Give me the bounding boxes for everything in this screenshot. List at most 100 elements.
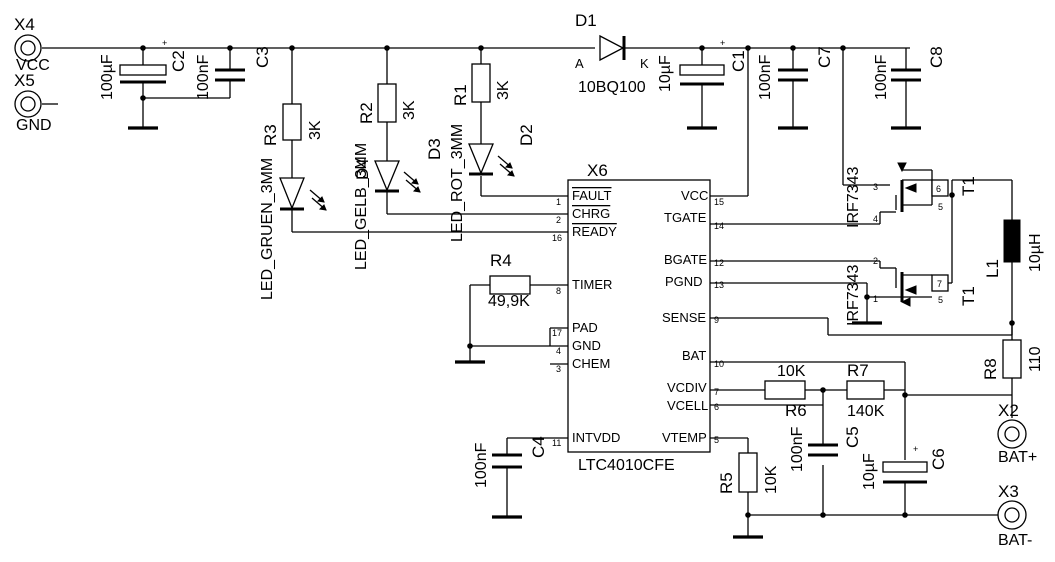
resistor-r8[interactable]: R8 110 bbox=[981, 339, 1044, 380]
pin-timer: TIMER bbox=[572, 277, 612, 292]
connector-x2-label: BAT+ bbox=[998, 449, 1037, 466]
resistor-r2[interactable]: R2 3K bbox=[357, 83, 418, 124]
led-d2-value: LED_ROT_3MM bbox=[449, 124, 466, 242]
resistor-r3[interactable]: R3 3K bbox=[261, 103, 324, 146]
pin-vtemp: VTEMP bbox=[662, 430, 707, 445]
capacitor-c2-ref: C2 bbox=[169, 50, 188, 72]
capacitor-c1[interactable]: 10µF C1 + bbox=[657, 38, 748, 92]
diode-d1-ref: D1 bbox=[575, 11, 597, 30]
inductor-l1-ref: L1 bbox=[983, 259, 1002, 278]
resistor-r1-value: 3K bbox=[495, 80, 512, 100]
resistor-r6[interactable]: 10K R6 bbox=[764, 363, 807, 420]
resistor-r8-value: 110 bbox=[1027, 346, 1044, 372]
connector-x4[interactable]: X4 VCC bbox=[14, 15, 50, 74]
diode-d1-value: 10BQ100 bbox=[578, 79, 646, 96]
capacitor-c2-value: 100µF bbox=[99, 54, 116, 100]
pin-number: 3 bbox=[556, 364, 561, 374]
connector-x4-label: VCC bbox=[16, 57, 50, 74]
capacitor-c2[interactable]: 100µF C2 + bbox=[99, 38, 188, 100]
pin-number: 5 bbox=[938, 295, 943, 305]
capacitor-c5-ref: C5 bbox=[843, 426, 862, 448]
capacitor-c7[interactable]: 100nF C7 bbox=[757, 46, 834, 100]
capacitor-c1-ref: C1 bbox=[729, 50, 748, 72]
resistor-r7[interactable]: R7 140K bbox=[846, 361, 885, 420]
led-d4-value: LED_GRUEN_3MM bbox=[259, 158, 276, 300]
pin-number: 13 bbox=[714, 280, 724, 290]
pin-number: 11 bbox=[552, 438, 561, 448]
pin-fault: FAULT bbox=[572, 188, 612, 203]
connector-x3[interactable]: X3 BAT- bbox=[997, 482, 1032, 549]
resistor-r7-value: 140K bbox=[847, 403, 885, 420]
led-d3-value: LED_GELB_3MM bbox=[353, 143, 370, 270]
pin-number: 9 bbox=[714, 315, 719, 325]
resistor-r5-ref: R5 bbox=[717, 472, 736, 494]
pin-number: 1 bbox=[556, 197, 561, 207]
capacitor-c4-ref: C4 bbox=[529, 436, 548, 458]
resistor-r2-ref: R2 bbox=[357, 102, 376, 124]
capacitor-c7-ref: C7 bbox=[815, 46, 834, 68]
pin-number: 14 bbox=[714, 221, 724, 231]
diode-d1-anode: A bbox=[575, 56, 584, 71]
ic-x6-ref: X6 bbox=[587, 161, 608, 180]
led-d4[interactable]: D4 LED_GRUEN_3MM bbox=[259, 158, 372, 300]
capacitor-c6[interactable]: 10µF C6 + bbox=[861, 444, 948, 490]
capacitor-c6-ref: C6 bbox=[929, 448, 948, 470]
connector-x3-label: BAT- bbox=[998, 532, 1032, 549]
resistor-r4[interactable]: R4 49,9K bbox=[488, 251, 531, 310]
pin-number: 8 bbox=[556, 286, 561, 296]
capacitor-c5[interactable]: 100nF C5 bbox=[789, 426, 862, 472]
resistor-r4-value: 49,9K bbox=[488, 293, 530, 310]
capacitor-c3-value: 100nF bbox=[195, 54, 212, 100]
connector-x3-ref: X3 bbox=[998, 482, 1019, 501]
led-d4-ref: D4 bbox=[353, 158, 372, 180]
connector-x5-label: GND bbox=[16, 117, 52, 134]
pin-number: 15 bbox=[714, 197, 724, 207]
mosfet-t1-bottom-value: IRF7343 bbox=[845, 265, 862, 326]
connector-x2[interactable]: X2 BAT+ bbox=[997, 401, 1037, 466]
pin-number: 2 bbox=[873, 256, 878, 266]
pin-pad: PAD bbox=[572, 320, 598, 335]
diode-d1[interactable]: D1 A K 10BQ100 bbox=[575, 11, 649, 96]
mosfet-t1-bottom-ref: T1 bbox=[959, 286, 978, 306]
capacitor-c8[interactable]: 100nF C8 bbox=[873, 46, 946, 100]
polarity-mark: + bbox=[720, 38, 725, 48]
led-d2[interactable]: D2 LED_ROT_3MM bbox=[449, 124, 536, 242]
pin-number: 7 bbox=[714, 387, 719, 397]
pin-gnd: GND bbox=[572, 338, 601, 353]
inductor-l1[interactable]: L1 10µH bbox=[983, 219, 1044, 278]
inductor-l1-value: 10µH bbox=[1027, 233, 1044, 272]
pin-number: 1 bbox=[873, 294, 878, 304]
pin-vcell: VCELL bbox=[667, 398, 708, 413]
capacitor-c1-value: 10µF bbox=[657, 55, 674, 92]
led-d3-ref: D3 bbox=[425, 138, 444, 160]
pin-chem: CHEM bbox=[572, 356, 610, 371]
pin-tgate: TGATE bbox=[664, 210, 707, 225]
capacitor-c3[interactable]: 100nF C3 bbox=[195, 46, 272, 100]
capacitor-c7-value: 100nF bbox=[757, 54, 774, 100]
resistor-r3-value: 3K bbox=[307, 120, 324, 140]
pin-number: 4 bbox=[873, 214, 878, 224]
pin-bgate: BGATE bbox=[664, 252, 707, 267]
resistor-r6-value: 10K bbox=[777, 363, 806, 380]
resistor-r5[interactable]: R5 10K bbox=[717, 452, 780, 494]
resistor-r7-ref: R7 bbox=[847, 361, 869, 380]
pin-vcc: VCC bbox=[681, 188, 708, 203]
ic-x6-value: LTC4010CFE bbox=[578, 457, 675, 474]
capacitor-c4[interactable]: 100nF C4 bbox=[473, 436, 548, 488]
led-d3[interactable]: D3 LED_GELB_3MM bbox=[353, 138, 444, 270]
mosfet-t1-bottom[interactable]: 2 1 7 5 T1 IRF7343 bbox=[845, 256, 978, 326]
pin-ready: READY bbox=[572, 224, 617, 239]
resistor-r1[interactable]: R1 3K bbox=[451, 63, 512, 106]
ic-x6[interactable]: X6 LTC4010CFE FAULT CHRG READY TIMER PAD… bbox=[552, 161, 724, 474]
connector-x5[interactable]: X5 GND bbox=[14, 71, 52, 134]
pin-vcdiv: VCDIV bbox=[667, 380, 707, 395]
pin-intvdd: INTVDD bbox=[572, 430, 620, 445]
pin-number: 10 bbox=[714, 359, 724, 369]
resistor-r3-ref: R3 bbox=[261, 124, 280, 146]
mosfet-t1-top-ref: T1 bbox=[959, 176, 978, 196]
connector-x5-ref: X5 bbox=[14, 71, 35, 90]
mosfet-t1-top[interactable]: 3 4 6 5 T1 IRF7343 bbox=[845, 162, 978, 228]
pin-number: 6 bbox=[714, 402, 719, 412]
wires bbox=[42, 47, 1013, 537]
